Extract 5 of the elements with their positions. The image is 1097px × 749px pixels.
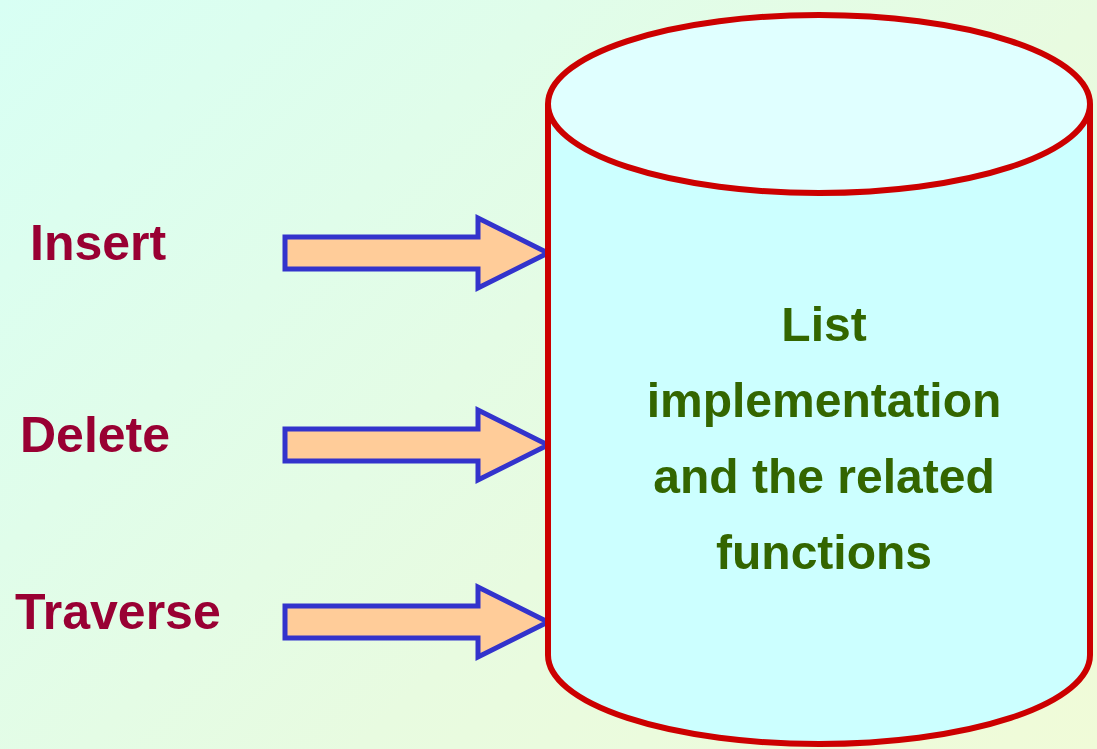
cylinder-label: List implementation and the related functions <box>645 297 1003 581</box>
operation-label: Insert <box>30 213 285 273</box>
operation-label: Delete <box>20 405 285 465</box>
operation-label: Traverse <box>15 582 285 642</box>
cylinder-shape <box>545 12 1093 747</box>
